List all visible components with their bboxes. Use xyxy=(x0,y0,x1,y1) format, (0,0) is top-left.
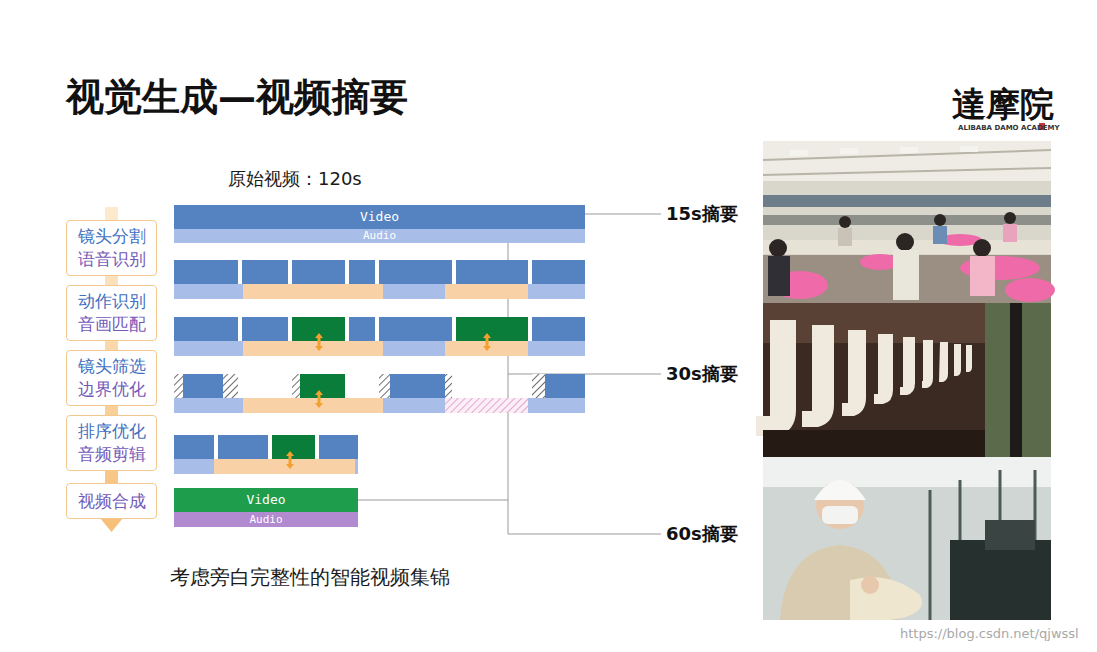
duration-label: 原始视频：120s xyxy=(228,168,362,190)
factory-photo xyxy=(763,141,1055,303)
track-text: Audio xyxy=(363,229,396,243)
track-text: Video xyxy=(246,488,285,512)
track-bar: Video xyxy=(174,205,585,229)
process-step-box: 动作识别音画匹配 xyxy=(66,285,157,341)
title: 视觉生成—视频摘要 xyxy=(66,72,408,123)
track-text: Video xyxy=(360,205,399,229)
track-bar: Video xyxy=(174,488,358,512)
reorder-row xyxy=(174,435,358,474)
logo-text: 達摩院 xyxy=(952,84,1054,125)
process-step-box: 视频合成 xyxy=(66,483,157,519)
step-text: 语音识别 xyxy=(78,248,146,271)
worker-photo xyxy=(763,457,1051,620)
action-row xyxy=(174,317,585,356)
logo-subtitle: ALIBABA DAMO ACADEMY xyxy=(958,124,1060,132)
caption: 考虑旁白完整性的智能视频集锦 xyxy=(170,564,450,591)
process-step-box: 镜头分割语音识别 xyxy=(66,220,157,276)
summary-label: 15s摘要 xyxy=(666,203,738,225)
step-text: 边界优化 xyxy=(78,378,146,401)
step-text: 镜头分割 xyxy=(78,225,146,248)
summary-label: 60s摘要 xyxy=(666,523,738,545)
shot-row xyxy=(174,260,585,299)
step-text: 视频合成 xyxy=(78,490,146,513)
step-text: 镜头筛选 xyxy=(78,355,146,378)
track-bar: Audio xyxy=(174,229,585,243)
step-text: 音画匹配 xyxy=(78,313,146,336)
process-step-box: 镜头筛选边界优化 xyxy=(66,350,157,406)
summary-label: 30s摘要 xyxy=(666,363,738,385)
sock-forms-photo xyxy=(756,303,1051,457)
filter-row xyxy=(174,374,585,413)
track-bar: Audio xyxy=(174,512,358,527)
watermark: https://blog.csdn.net/qjwssl xyxy=(900,626,1079,642)
step-text: 音频剪辑 xyxy=(78,443,146,466)
step-text: 排序优化 xyxy=(78,420,146,443)
track-text: Audio xyxy=(249,512,282,527)
step-text: 动作识别 xyxy=(78,290,146,313)
process-step-box: 排序优化音频剪辑 xyxy=(66,415,157,471)
leader-lines xyxy=(358,214,661,534)
